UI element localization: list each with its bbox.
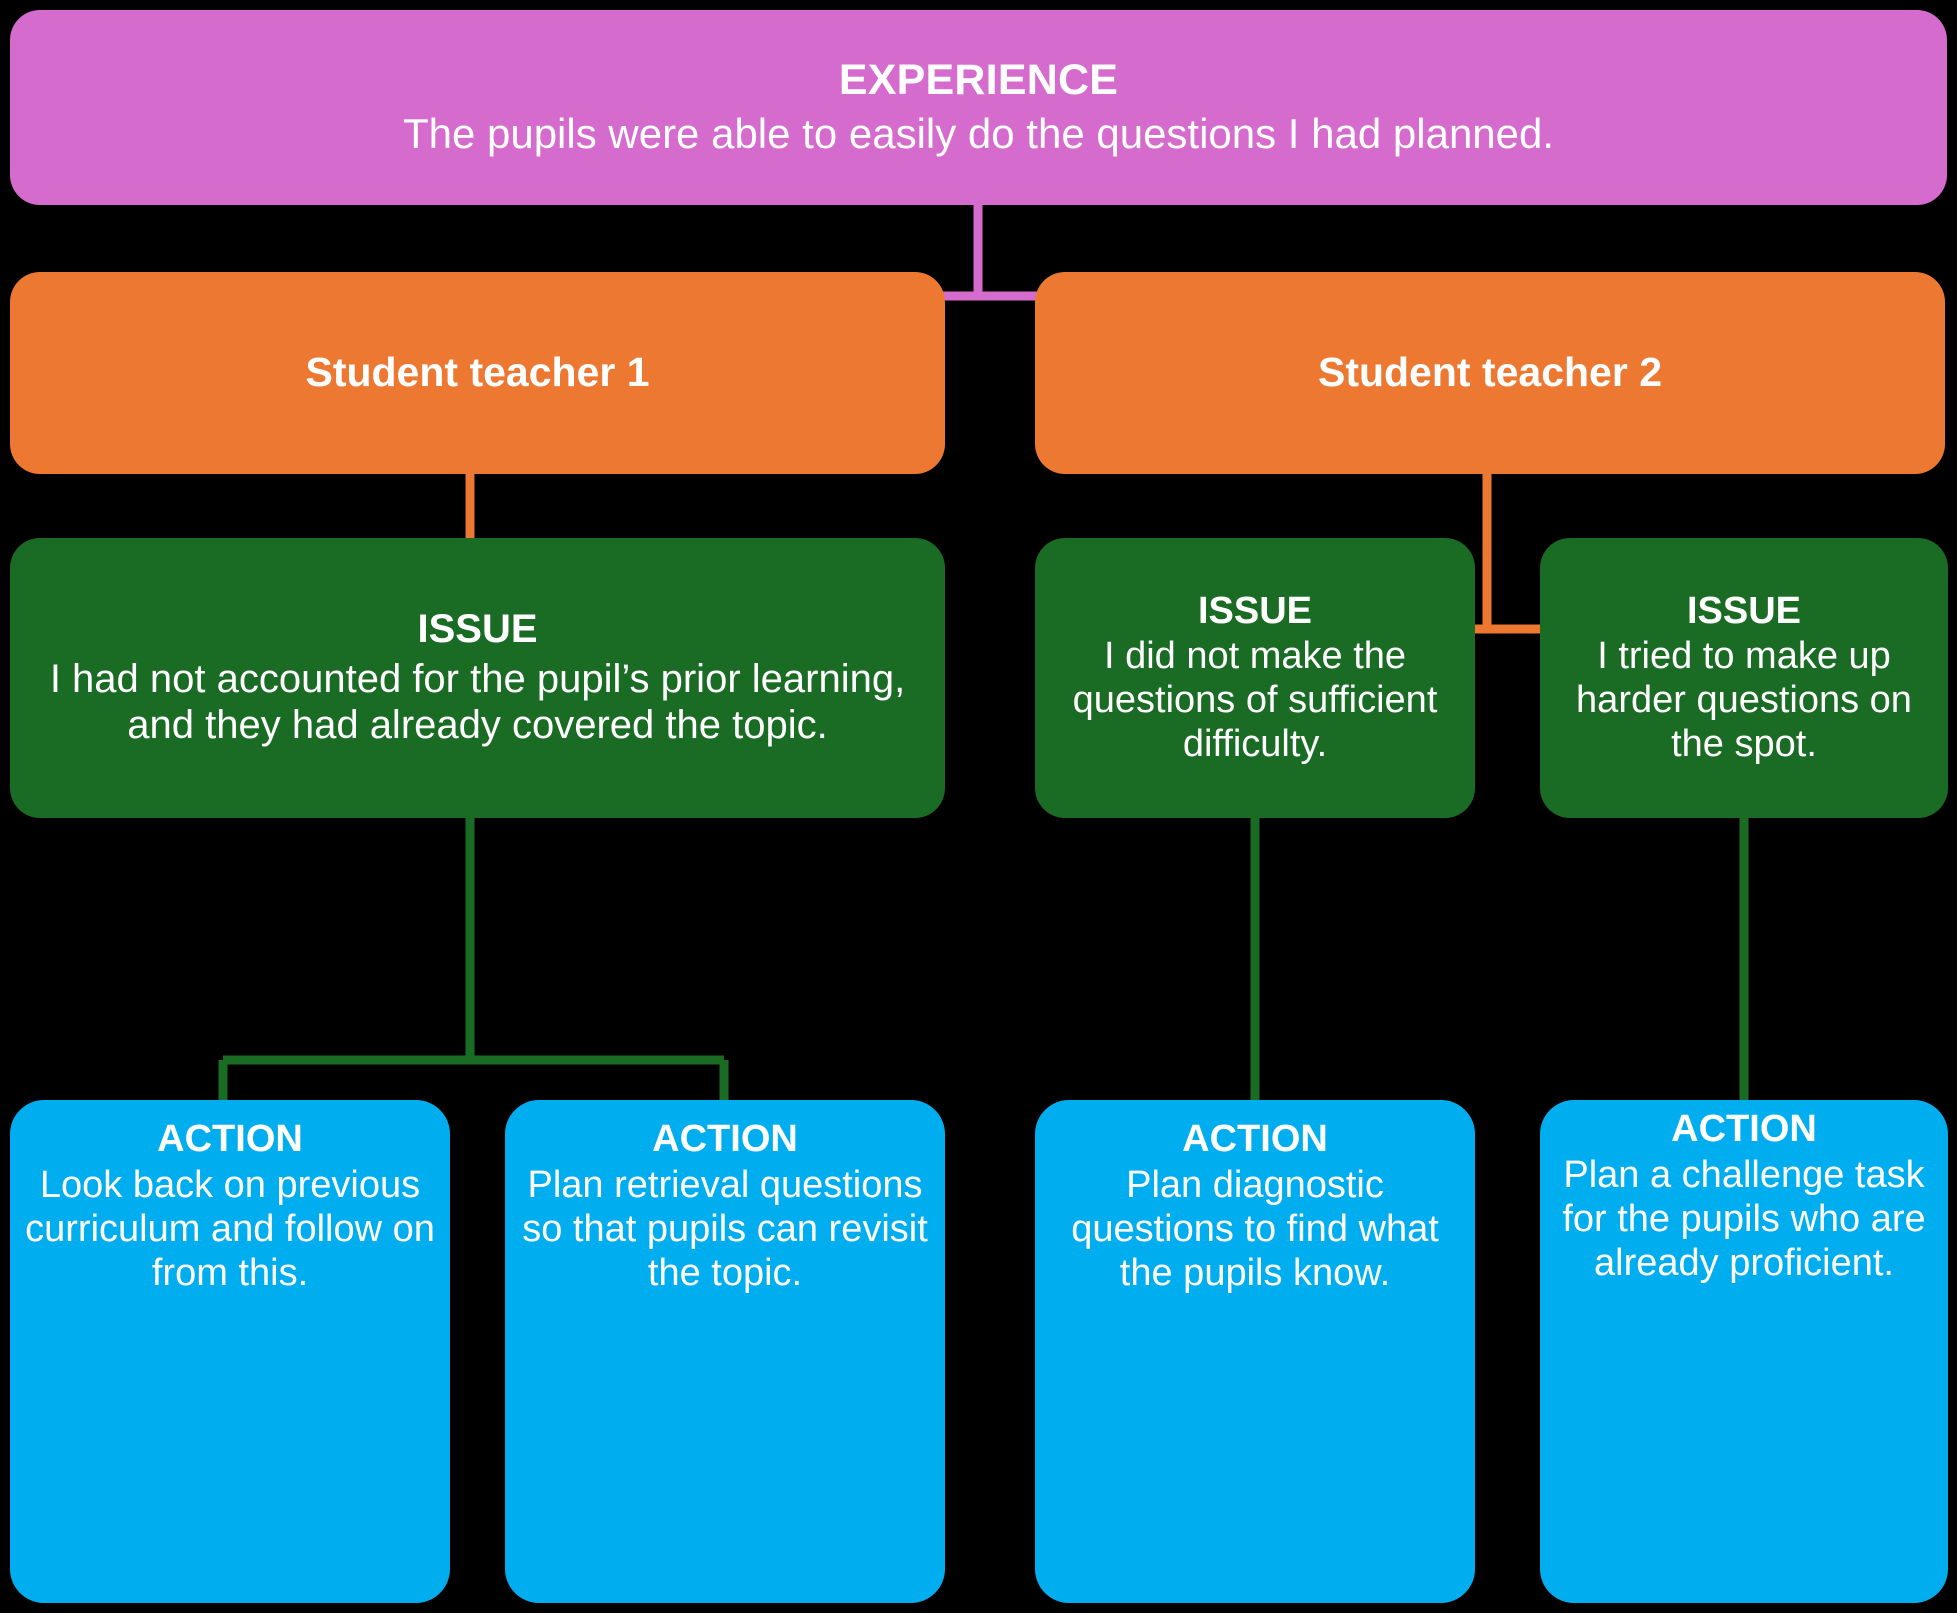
- issue-2-node[interactable]: ISSUE I did not make the questions of su…: [1035, 538, 1475, 818]
- issue-1-title: ISSUE: [417, 607, 538, 652]
- action-2-body: Plan retrieval questions so that pupils …: [522, 1163, 928, 1294]
- issue-3-body: I tried to make up harder questions on t…: [1576, 635, 1912, 766]
- issue-2-body: I did not make the questions of sufficie…: [1072, 635, 1438, 766]
- experience-body: The pupils were able to easily do the qu…: [402, 110, 1555, 158]
- issue-2-title: ISSUE: [1197, 589, 1313, 632]
- experience-node[interactable]: EXPERIENCE The pupils were able to easil…: [10, 10, 1947, 205]
- action-3-body: Plan diagnostic questions to find what t…: [1071, 1163, 1439, 1294]
- action-2-node[interactable]: ACTION Plan retrieval questions so that …: [505, 1100, 945, 1603]
- issue-1-body: I had not accounted for the pupil’s prio…: [49, 657, 906, 748]
- experience-title: EXPERIENCE: [838, 56, 1119, 105]
- action-1-title: ACTION: [157, 1118, 303, 1160]
- action-2-title: ACTION: [652, 1118, 798, 1160]
- action-4-node[interactable]: ACTION Plan a challenge task for the pup…: [1540, 1100, 1948, 1603]
- issue-1-node[interactable]: ISSUE I had not accounted for the pupil’…: [10, 538, 945, 818]
- student-teacher-2-title: Student teacher 2: [1317, 349, 1663, 396]
- student-teacher-1-node[interactable]: Student teacher 1: [10, 272, 945, 474]
- action-3-title: ACTION: [1182, 1118, 1328, 1160]
- action-1-node[interactable]: ACTION Look back on previous curriculum …: [10, 1100, 450, 1603]
- action-1-body: Look back on previous curriculum and fol…: [25, 1163, 435, 1294]
- action-3-node[interactable]: ACTION Plan diagnostic questions to find…: [1035, 1100, 1475, 1603]
- student-teacher-1-title: Student teacher 1: [305, 349, 650, 396]
- student-teacher-2-node[interactable]: Student teacher 2: [1035, 272, 1945, 474]
- issue-3-node[interactable]: ISSUE I tried to make up harder question…: [1540, 538, 1948, 818]
- issue-3-title: ISSUE: [1686, 589, 1802, 632]
- connector-issue1-to-actions: [218, 818, 729, 1100]
- action-4-body: Plan a challenge task for the pupils who…: [1562, 1153, 1926, 1284]
- action-4-title: ACTION: [1671, 1108, 1817, 1150]
